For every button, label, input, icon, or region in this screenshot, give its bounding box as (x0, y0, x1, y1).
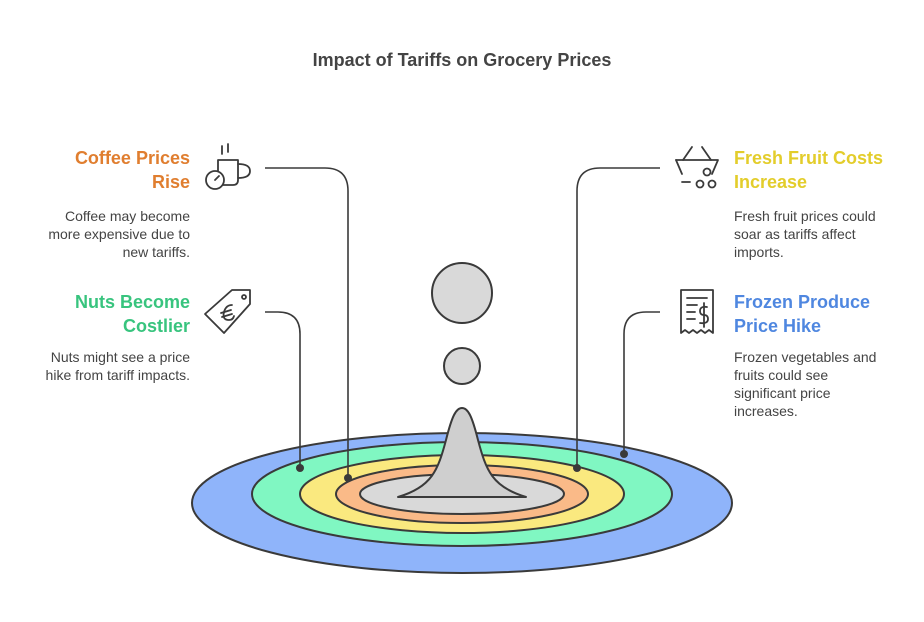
receipt-dollar-icon (680, 289, 714, 334)
frozen-description-line4: increases. (734, 403, 798, 419)
coffee-heading-line1: Coffee Prices (74, 148, 190, 168)
connector-coffee (265, 167, 349, 478)
price-tag-icon (204, 289, 251, 334)
nuts-description: Nuts might see a price hike from tariff … (46, 348, 190, 384)
frozen-heading-line2: Price Hike (734, 316, 822, 336)
nuts-description-line2: hike from tariff impacts. (45, 367, 190, 383)
nuts-heading-line2: Costlier (122, 316, 190, 336)
fruit-description-line1: Fresh fruit prices could (734, 208, 876, 224)
connector-dot-coffee (344, 474, 352, 482)
nuts-description-line1: Nuts might see a price (50, 349, 190, 365)
connector-frozen (623, 311, 660, 454)
coffee-description-line1: Coffee may become (64, 208, 190, 224)
fruit-heading-line2: Increase (734, 172, 808, 192)
connector-dot-frozen (620, 450, 628, 458)
frozen-heading: Frozen Produce Price Hike (734, 290, 870, 338)
frozen-heading-line1: Frozen Produce (734, 292, 871, 312)
splash-peak (397, 407, 527, 498)
droplet-small (443, 347, 481, 385)
fruit-heading: Fresh Fruit Costs Increase (734, 146, 883, 194)
connector-dot-fruit (573, 464, 581, 472)
frozen-description: Frozen vegetables and fruits could see s… (734, 348, 876, 420)
fruit-description-line2: soar as tariffs affect (734, 226, 856, 242)
frozen-description-line3: significant price (734, 385, 831, 401)
fruit-heading-line1: Fresh Fruit Costs (734, 148, 884, 168)
connector-fruit (576, 167, 660, 468)
fruit-basket-icon (675, 146, 719, 189)
coffee-heading-line2: Rise (151, 172, 190, 192)
coffee-mug-icon (205, 143, 251, 190)
page-title: Impact of Tariffs on Grocery Prices (312, 50, 612, 70)
coffee-description-line2: more expensive due to (48, 226, 190, 242)
fruit-description-line3: imports. (734, 244, 784, 260)
frozen-description-line2: fruits could see (734, 367, 829, 383)
connector-nuts (265, 311, 301, 468)
nuts-heading: Nuts Become Costlier (75, 290, 190, 338)
coffee-description: Coffee may become more expensive due to … (48, 207, 190, 261)
connector-dot-nuts (296, 464, 304, 472)
droplet-large (431, 262, 493, 324)
nuts-heading-line1: Nuts Become (74, 292, 190, 312)
coffee-heading: Coffee Prices Rise (75, 146, 190, 194)
coffee-description-line3: new tariffs. (122, 244, 190, 260)
frozen-description-line1: Frozen vegetables and (734, 349, 877, 365)
fruit-description: Fresh fruit prices could soar as tariffs… (734, 207, 876, 261)
